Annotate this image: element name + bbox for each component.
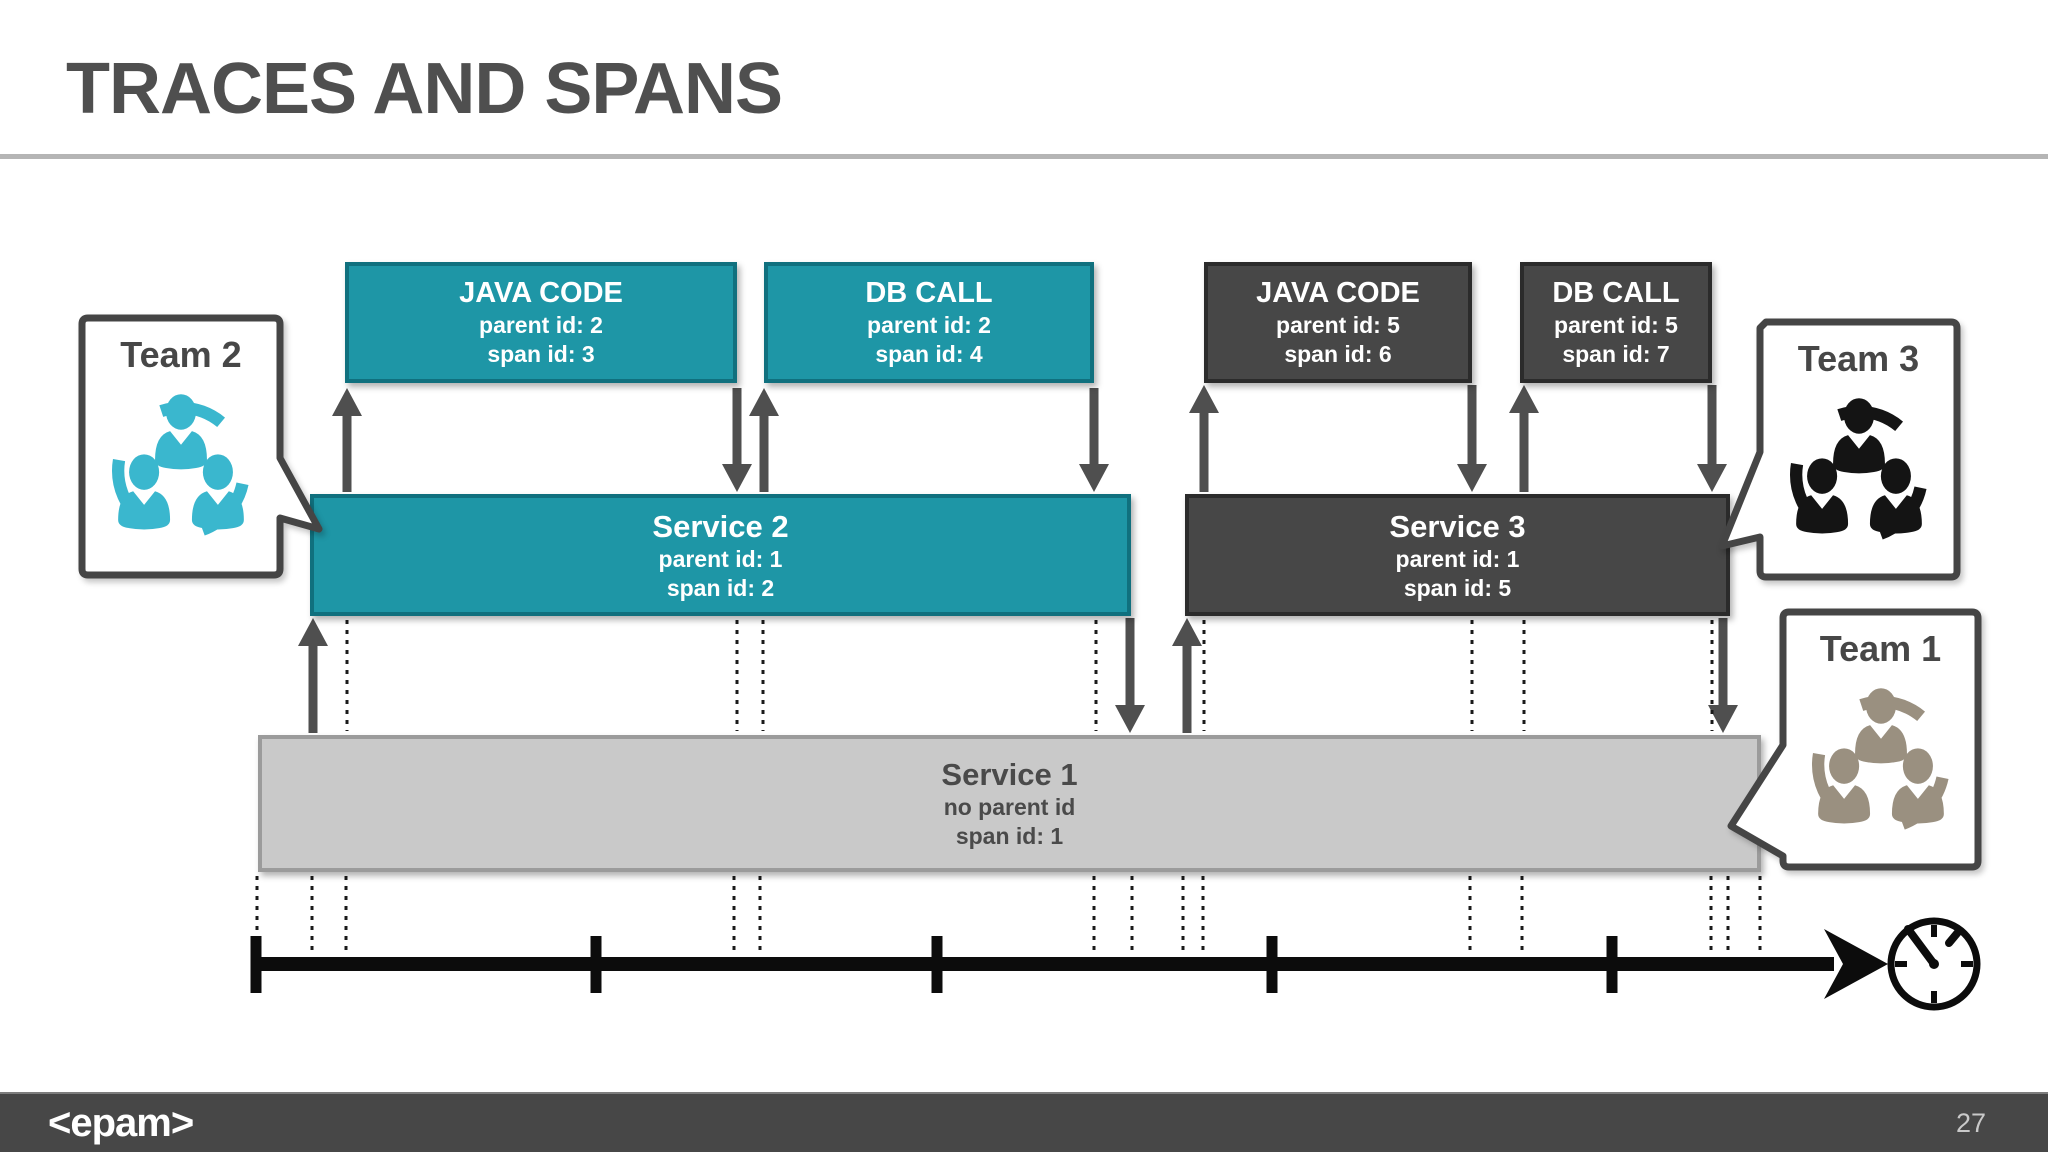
- span-box-title: JAVA CODE: [1256, 277, 1420, 310]
- call-arrow-head: [722, 464, 752, 492]
- span-id: span id: 5: [1403, 574, 1512, 601]
- span-box-title: DB CALL: [865, 277, 993, 310]
- span-box-service1: Service 1 no parent id span id: 1: [258, 735, 1761, 872]
- header-divider: [0, 154, 2048, 159]
- span-box-db-call-s3: DB CALL parent id: 5 span id: 7: [1520, 262, 1712, 383]
- page-number: 27: [1955, 1107, 1986, 1138]
- team1-label: Team 1: [1819, 628, 1942, 669]
- call-arrow-head: [1172, 618, 1202, 646]
- span-box-java-code-s2: JAVA CODE parent id: 2 span id: 3: [345, 262, 737, 383]
- span-parent-id: parent id: 2: [479, 312, 603, 339]
- timeline-arrowhead: [1824, 929, 1888, 999]
- span-box-db-call-s2: DB CALL parent id: 2 span id: 4: [764, 262, 1094, 383]
- call-arrow-head: [298, 618, 328, 646]
- span-id: span id: 6: [1284, 340, 1392, 367]
- call-arrow-head: [1509, 385, 1539, 413]
- span-box-title: DB CALL: [1552, 277, 1680, 310]
- clock-icon: [1887, 917, 1981, 1011]
- span-id: span id: 4: [875, 340, 983, 367]
- span-id: span id: 3: [487, 340, 595, 367]
- team-people-icon: [99, 386, 263, 550]
- call-arrow-head: [1115, 705, 1145, 733]
- call-arrow-head: [1457, 464, 1487, 492]
- span-id: span id: 7: [1562, 340, 1670, 367]
- span-box-title: Service 3: [1389, 508, 1526, 544]
- span-box-title: JAVA CODE: [459, 277, 623, 310]
- span-box-title: Service 1: [941, 757, 1078, 793]
- epam-logo: <epam>: [48, 1100, 194, 1145]
- span-id: span id: 1: [955, 823, 1064, 850]
- span-parent-id: no parent id: [943, 794, 1076, 821]
- team3-label: Team 3: [1797, 338, 1920, 379]
- call-arrow-head: [1697, 464, 1727, 492]
- team-people-icon: [1799, 680, 1963, 844]
- team-people-icon: [1777, 390, 1941, 554]
- span-parent-id: parent id: 2: [867, 312, 991, 339]
- span-id: span id: 2: [666, 574, 775, 601]
- footer-bar: <epam> 27: [0, 1092, 2048, 1152]
- call-arrow-head: [1079, 464, 1109, 492]
- span-box-java-code-s3: JAVA CODE parent id: 5 span id: 6: [1204, 262, 1472, 383]
- span-parent-id: parent id: 1: [1395, 545, 1520, 572]
- page-title: TRACES AND SPANS: [66, 49, 783, 129]
- call-arrow-head: [1708, 705, 1738, 733]
- span-parent-id: parent id: 5: [1554, 312, 1678, 339]
- span-parent-id: parent id: 5: [1276, 312, 1400, 339]
- timeline: [250, 929, 1888, 999]
- call-arrow-head: [332, 388, 362, 416]
- team2-label: Team 2: [120, 334, 242, 375]
- call-arrow-head: [1189, 385, 1219, 413]
- span-box-service2: Service 2 parent id: 1 span id: 2: [310, 494, 1131, 616]
- span-parent-id: parent id: 1: [658, 545, 783, 572]
- span-box-title: Service 2: [652, 508, 789, 544]
- call-arrow-head: [749, 388, 779, 416]
- span-box-service3: Service 3 parent id: 1 span id: 5: [1185, 494, 1730, 616]
